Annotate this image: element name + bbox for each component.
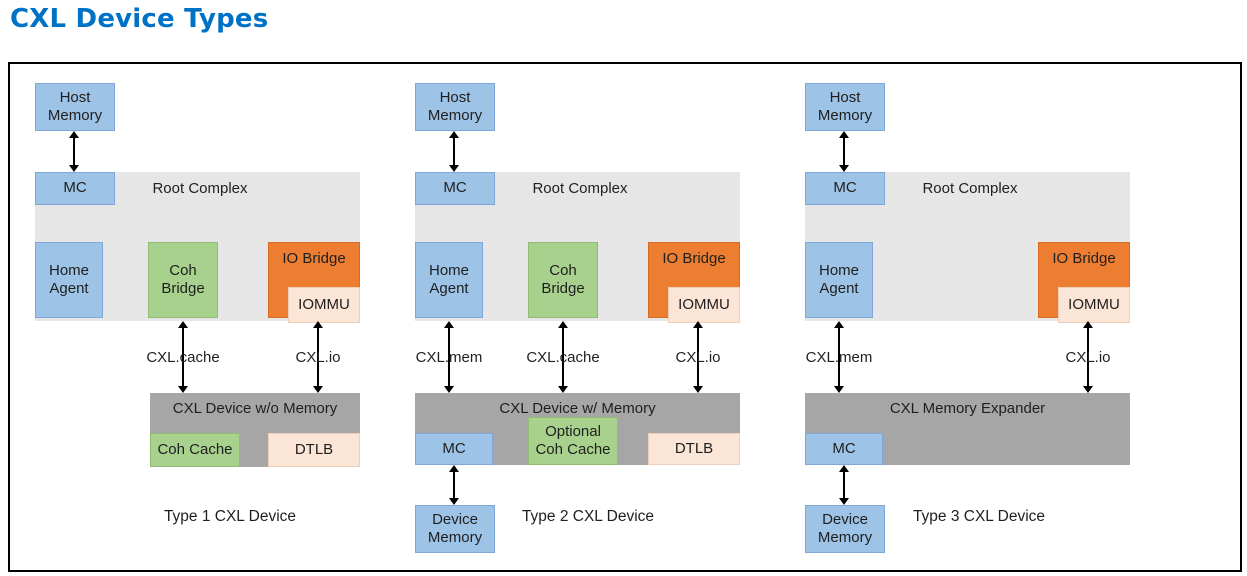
host-memory-box: Host Memory: [805, 83, 885, 131]
diagram-frame: Root Complex Host Memory MC Home Agent C…: [8, 62, 1242, 572]
home-agent-box: Home Agent: [35, 242, 103, 318]
device-mc-box: MC: [805, 433, 883, 465]
optional-coh-cache-box: Optional Coh Cache: [528, 417, 618, 465]
cxl-cache-arrow: [178, 321, 188, 393]
cxl-cache-label: CXL.cache: [146, 349, 220, 366]
cxl-mem-arrow: [834, 321, 844, 393]
mc-device-memory-arrow: [449, 465, 459, 505]
device-memory-box: Device Memory: [805, 505, 885, 553]
root-complex-label: Root Complex: [152, 180, 248, 197]
dtlb-box: DTLB: [268, 433, 360, 467]
cxl-mem-label: CXL.mem: [805, 349, 873, 366]
cxl-io-arrow: [313, 321, 323, 393]
device-mc-box: MC: [415, 433, 493, 465]
type3-label: Type 3 CXL Device: [912, 508, 1046, 525]
mc-box: MC: [415, 172, 495, 205]
device-memory-box: Device Memory: [415, 505, 495, 553]
cxl-io-label: CXL.io: [295, 349, 341, 366]
mc-device-memory-arrow: [839, 465, 849, 505]
cxl-io-arrow: [1083, 321, 1093, 393]
cxl-io-label: CXL.io: [1065, 349, 1111, 366]
cxl-device-title: CXL Memory Expander: [889, 400, 1046, 417]
coh-bridge-box: Coh Bridge: [528, 242, 598, 318]
cxl-cache-arrow: [558, 321, 568, 393]
cxl-device-title: CXL Device w/ Memory: [499, 400, 656, 417]
type1-label: Type 1 CXL Device: [163, 508, 297, 525]
iommu-box: IOMMU: [288, 287, 360, 323]
cxl-device-title: CXL Device w/o Memory: [172, 400, 338, 417]
type3-column: Root Complex Host Memory MC Home Agent I…: [805, 64, 1130, 570]
cxl-cache-label: CXL.cache: [526, 349, 600, 366]
iommu-box: IOMMU: [1058, 287, 1130, 323]
dtlb-box: DTLB: [648, 433, 740, 465]
type2-label: Type 2 CXL Device: [521, 508, 655, 525]
host-mc-arrow: [69, 131, 79, 172]
optional-coh-cache-line1: Optional: [545, 422, 601, 440]
root-complex-label: Root Complex: [922, 180, 1018, 197]
home-agent-box: Home Agent: [805, 242, 873, 318]
type2-column: Root Complex Host Memory MC Home Agent C…: [415, 64, 740, 570]
host-mc-arrow: [449, 131, 459, 172]
page-title: CXL Device Types: [10, 4, 269, 34]
type1-column: Root Complex Host Memory MC Home Agent C…: [35, 64, 360, 570]
mc-box: MC: [35, 172, 115, 205]
cxl-io-label: CXL.io: [675, 349, 721, 366]
host-memory-box: Host Memory: [415, 83, 495, 131]
optional-coh-cache-line2: Coh Cache: [535, 441, 611, 458]
mc-box: MC: [805, 172, 885, 205]
coh-bridge-box: Coh Bridge: [148, 242, 218, 318]
root-complex-label: Root Complex: [532, 180, 628, 197]
coh-cache-box: Coh Cache: [150, 433, 240, 467]
host-mc-arrow: [839, 131, 849, 172]
cxl-mem-label: CXL.mem: [415, 349, 483, 366]
iommu-box: IOMMU: [668, 287, 740, 323]
home-agent-box: Home Agent: [415, 242, 483, 318]
host-memory-box: Host Memory: [35, 83, 115, 131]
cxl-io-arrow: [693, 321, 703, 393]
cxl-mem-arrow: [444, 321, 454, 393]
